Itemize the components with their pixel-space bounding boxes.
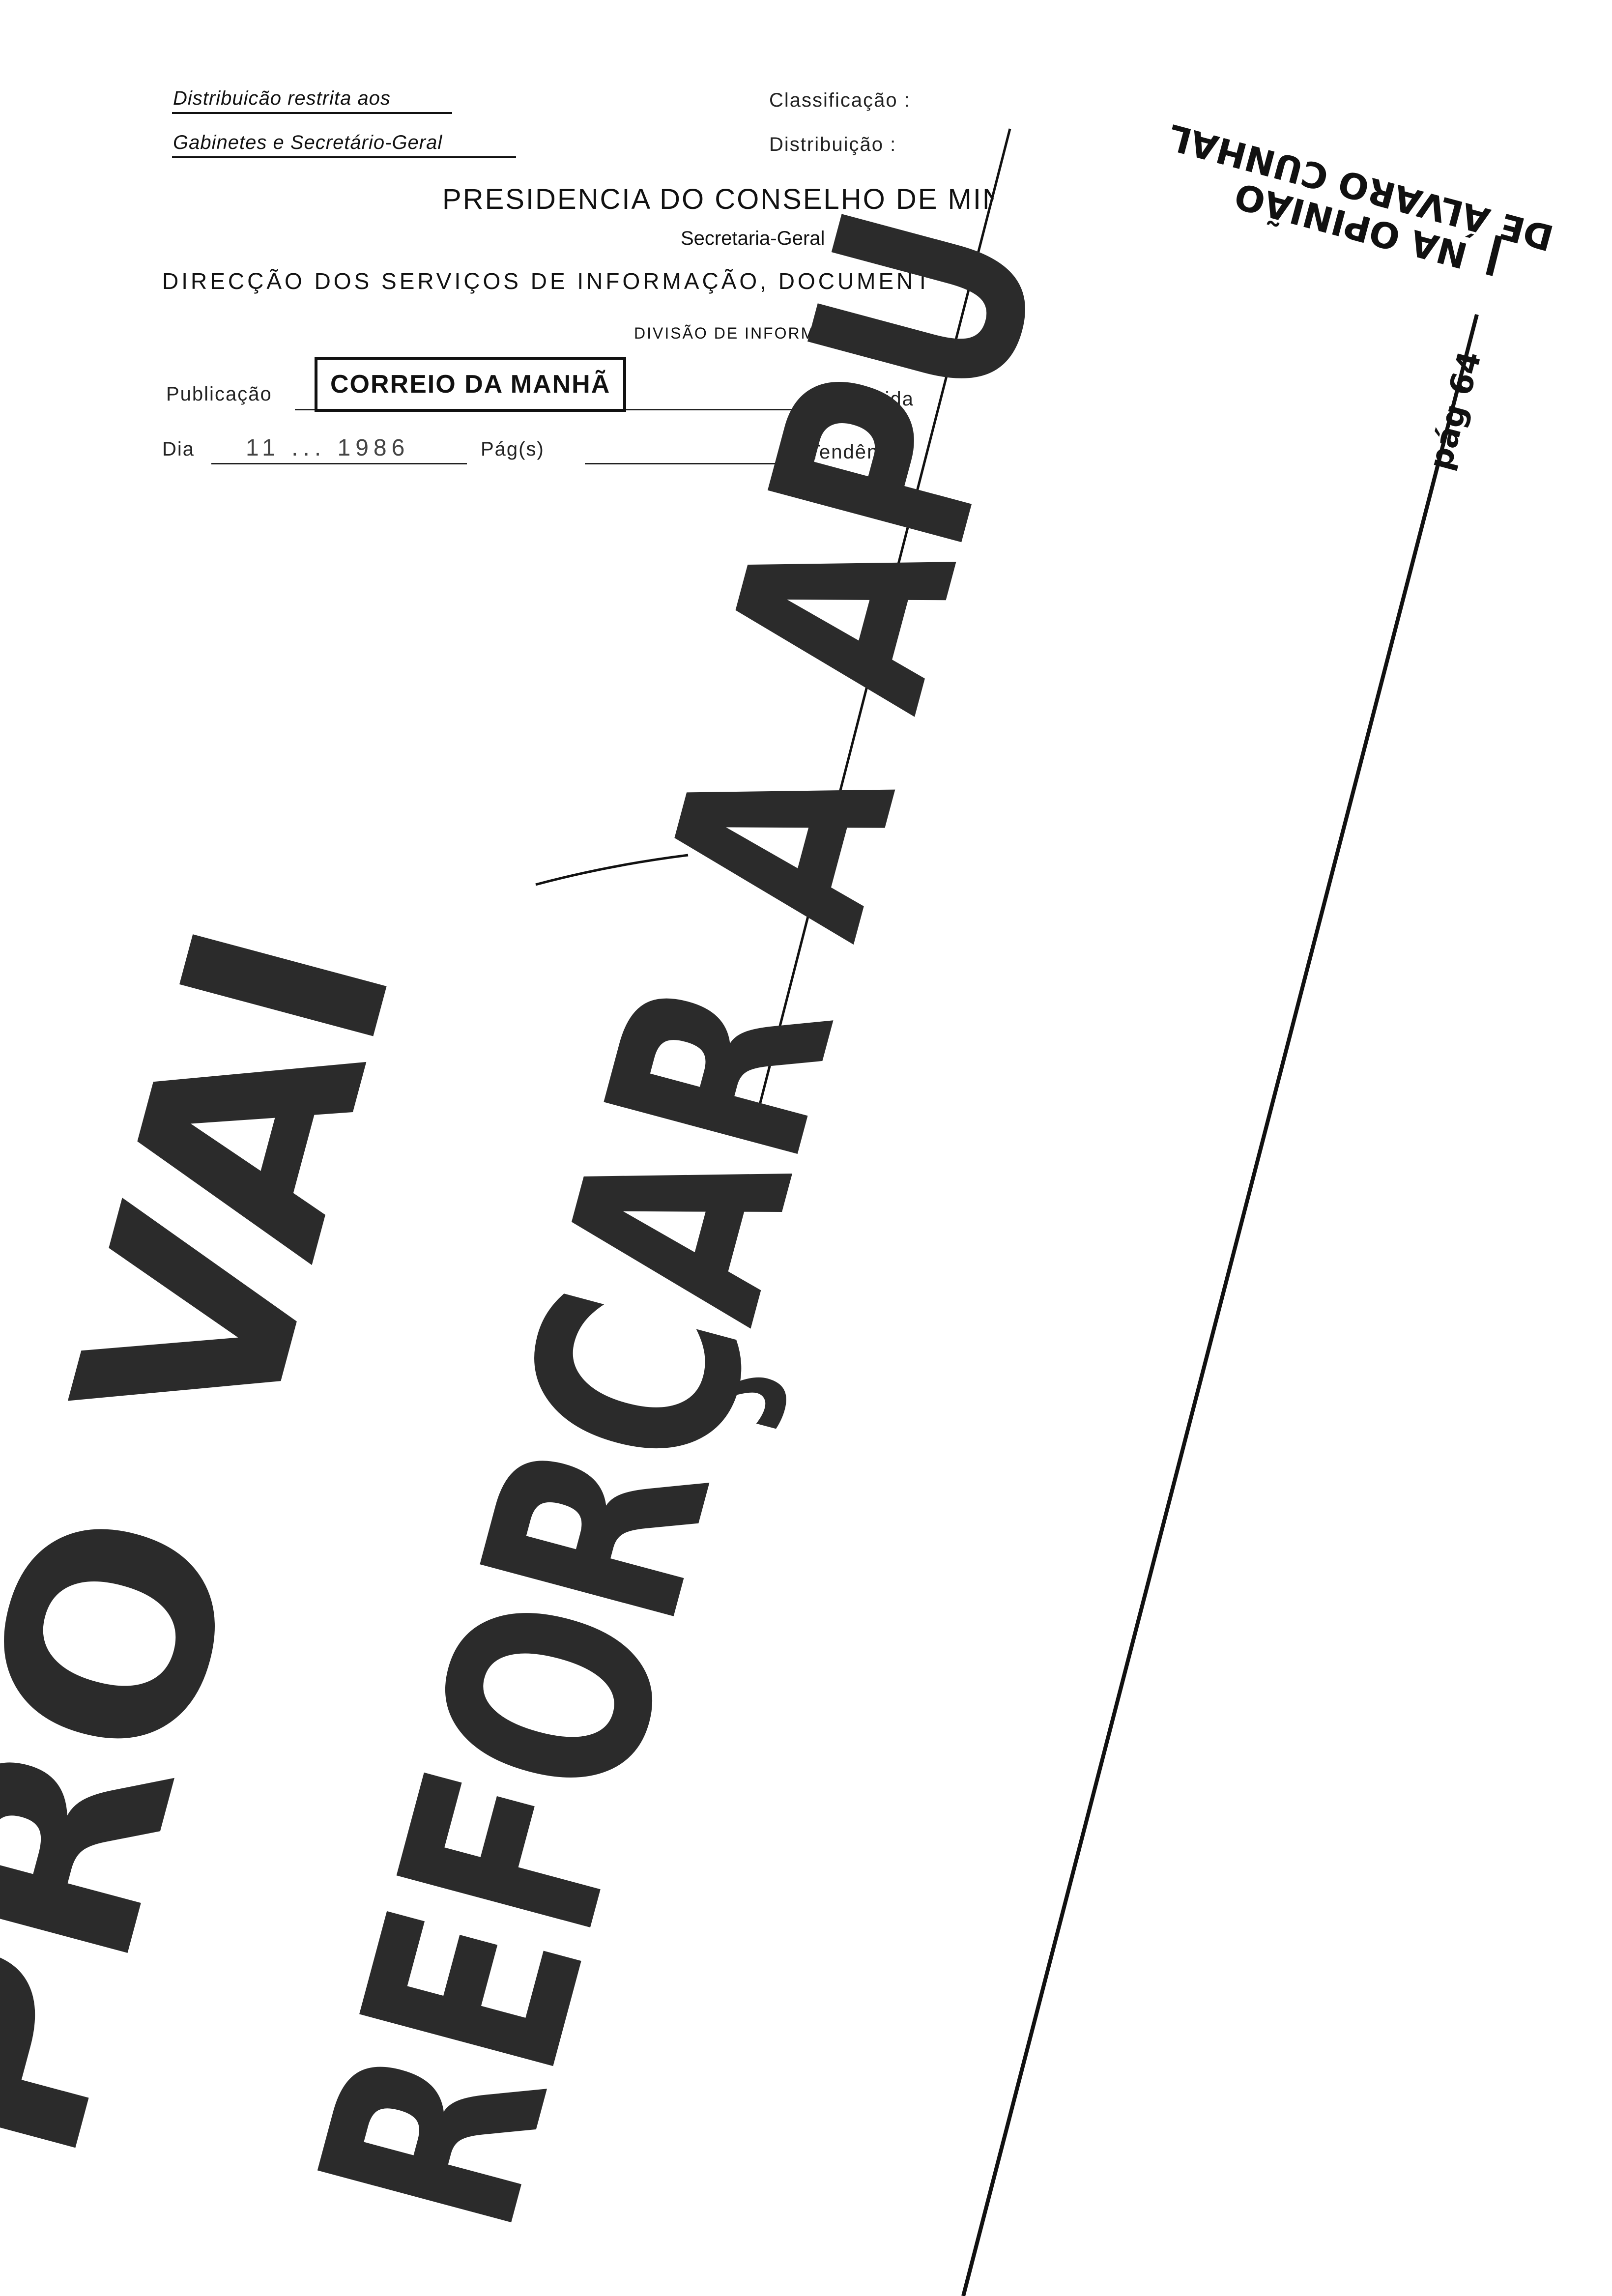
direction-line: DIRECÇÃO DOS SERVIÇOS DE INFORMAÇÃO, DOC… bbox=[162, 268, 933, 294]
day-label: Dia bbox=[162, 438, 195, 460]
classification-label: Classificação : bbox=[769, 89, 911, 111]
kicker-line1: NA OPINIÃO bbox=[1230, 174, 1471, 276]
org-subtitle: Secretaria-Geral bbox=[681, 228, 825, 249]
underline bbox=[172, 156, 516, 158]
day-field-line bbox=[211, 463, 467, 464]
pen-stroke bbox=[535, 854, 689, 886]
publication-stamp: CORREIO DA MANHÃ bbox=[315, 357, 627, 412]
pages-label: Pág(s) bbox=[481, 438, 545, 460]
kicker-line2: DE ÁLVARO CUNHAL bbox=[1164, 116, 1558, 258]
periodicity-label: Periodicida bbox=[806, 388, 914, 410]
distribution-restriction-line2: Gabinetes e Secretário-Geral bbox=[173, 132, 443, 153]
day-value: 11 ... 1986 bbox=[246, 435, 410, 461]
underline bbox=[172, 112, 452, 114]
rule-accent bbox=[1486, 235, 1502, 276]
org-title: PRESIDENCIA DO CONSELHO DE MIN bbox=[442, 183, 1005, 215]
clipping-column-rule bbox=[961, 314, 1479, 2296]
division-line: DIVISÃO DE INFORMAÇÃO bbox=[634, 324, 866, 342]
publication-label: Publicação bbox=[166, 383, 272, 405]
distribution-label: Distribuição : bbox=[769, 134, 897, 155]
pages-field-line bbox=[585, 463, 801, 464]
headline-line1: PRO VAI bbox=[0, 896, 456, 2189]
tendency-label: Tendência bbox=[808, 441, 907, 463]
headline-line2: REFORÇAR A APU bbox=[260, 181, 1104, 2258]
page-reference: pág 64 bbox=[1422, 347, 1489, 474]
distribution-restriction-line1: Distribuicão restrita aos bbox=[173, 87, 391, 109]
